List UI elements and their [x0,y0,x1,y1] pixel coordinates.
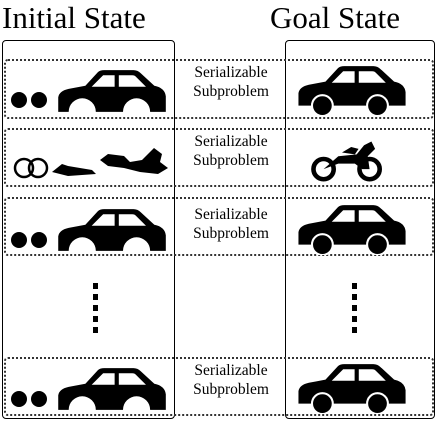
car-icon [294,64,409,116]
subproblem-row [4,197,434,256]
car-icon [294,203,409,255]
subproblem-label: Serializable Subproblem [193,206,269,242]
goal-state-column [285,40,435,419]
vertical-dots-icon [352,283,357,333]
motorcycle-icon [310,136,385,182]
car-body-icon [54,366,169,413]
car-body-icon [54,68,169,115]
car-icon [294,362,409,414]
subproblem-label: Serializable Subproblem [193,362,269,398]
subproblem-row [4,128,434,187]
wheel-dots-icon [11,92,47,108]
subproblem-label: Serializable Subproblem [193,133,269,169]
subproblem-row [4,357,434,416]
wheel-dots-icon [11,391,47,407]
initial-state-column [2,40,175,419]
car-body-icon [54,207,169,254]
goal-state-title: Goal State [270,0,400,35]
subproblem-row [4,59,434,119]
motorcycle-parts-icon [13,148,168,179]
vertical-dots-icon [93,283,98,333]
wheel-dots-icon [11,232,47,248]
initial-state-title: Initial State [2,0,146,35]
subproblem-label: Serializable Subproblem [193,64,269,100]
